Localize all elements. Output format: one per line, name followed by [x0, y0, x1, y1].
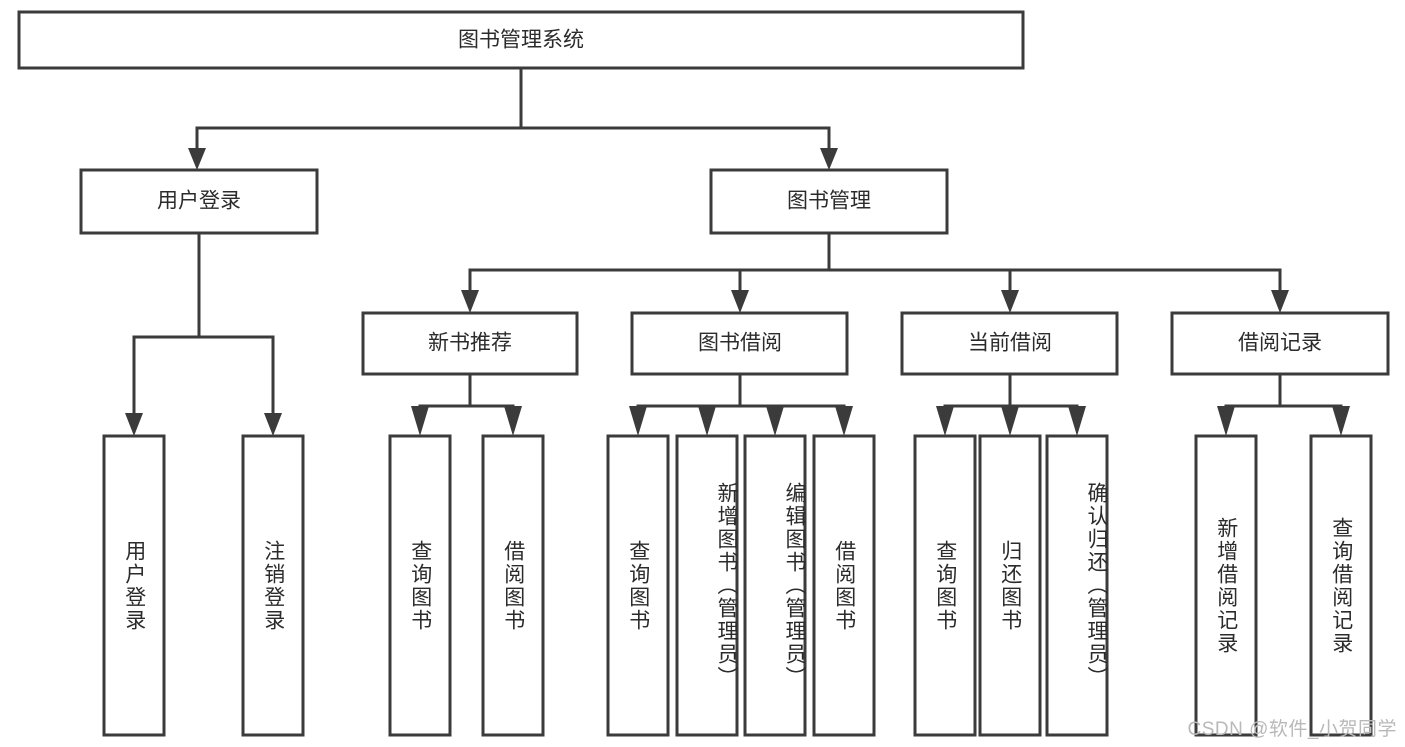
node-label-book-manage: 图书管理 — [787, 190, 871, 213]
node-label-current-borrow: 当前借阅 — [968, 332, 1052, 355]
arrow-icon-book-borrow-3 — [766, 406, 784, 436]
node-box-user-login[interactable] — [79, 168, 319, 235]
arrow-icon-root-to-book-manage — [820, 148, 838, 170]
node-box-current-borrow[interactable] — [900, 311, 1119, 376]
arrow-icon-book-borrow-1 — [629, 406, 647, 436]
node-box-book-borrow[interactable] — [630, 311, 849, 376]
node-box-leaf-return-book[interactable] — [978, 434, 1042, 737]
arrow-icon-root-to-user-login — [188, 148, 206, 170]
node-label-root: 图书管理系统 — [458, 29, 584, 52]
node-box-leaf-borrow-book-2[interactable] — [812, 434, 876, 737]
node-box-leaf-add-book[interactable] — [675, 434, 739, 737]
connector-layer — [125, 66, 1350, 436]
node-label-borrow-record: 借阅记录 — [1238, 332, 1322, 355]
node-box-leaf-confirm-return[interactable] — [1045, 434, 1109, 737]
node-layer: 图书管理系统 用户登录 图书管理 新书推荐 图书借阅 当前借阅 借阅记录 — [17, 10, 1390, 737]
node-box-leaf-logout[interactable] — [241, 434, 305, 737]
node-box-leaf-query-book-2[interactable] — [606, 434, 670, 737]
arrow-icon-current-borrow-1 — [936, 406, 954, 436]
arrow-icon-book-manage-1 — [461, 290, 479, 313]
node-box-root[interactable] — [17, 10, 1025, 70]
node-label-user-login: 用户登录 — [157, 190, 241, 213]
arrow-icon-book-borrow-4 — [835, 406, 853, 436]
node-box-borrow-record[interactable] — [1170, 311, 1390, 376]
node-label-new-book-recommend: 新书推荐 — [428, 332, 512, 355]
arrow-icon-current-borrow-2 — [1001, 406, 1019, 436]
arrow-icon-book-manage-2 — [731, 290, 749, 313]
arrow-icon-new-book-2 — [504, 406, 522, 436]
node-box-leaf-user-login[interactable] — [102, 434, 166, 737]
arrow-icon-book-manage-3 — [1001, 290, 1019, 313]
node-box-leaf-edit-book[interactable] — [743, 434, 807, 737]
arrow-icon-current-borrow-3 — [1068, 406, 1086, 436]
arrow-icon-new-book-1 — [411, 406, 429, 436]
arrow-icon-user-login-2 — [264, 413, 282, 436]
node-box-leaf-add-record[interactable] — [1194, 434, 1258, 737]
watermark-text: CSDN @软件_小贺同学 — [1187, 719, 1397, 740]
arrow-icon-user-login-1 — [125, 413, 143, 436]
arrow-icon-book-manage-4 — [1271, 290, 1289, 313]
node-box-book-manage[interactable] — [709, 168, 949, 235]
node-box-leaf-query-record[interactable] — [1309, 434, 1373, 737]
arrow-icon-book-borrow-2 — [698, 406, 716, 436]
node-box-leaf-borrow-book-1[interactable] — [481, 434, 545, 737]
node-box-leaf-query-book-3[interactable] — [913, 434, 977, 737]
arrow-icon-borrow-record-1 — [1217, 406, 1235, 436]
node-box-new-book-recommend[interactable] — [361, 311, 579, 376]
arrow-icon-borrow-record-2 — [1332, 406, 1350, 436]
node-box-leaf-query-book-1[interactable] — [388, 434, 452, 737]
node-label-book-borrow: 图书借阅 — [698, 332, 782, 355]
